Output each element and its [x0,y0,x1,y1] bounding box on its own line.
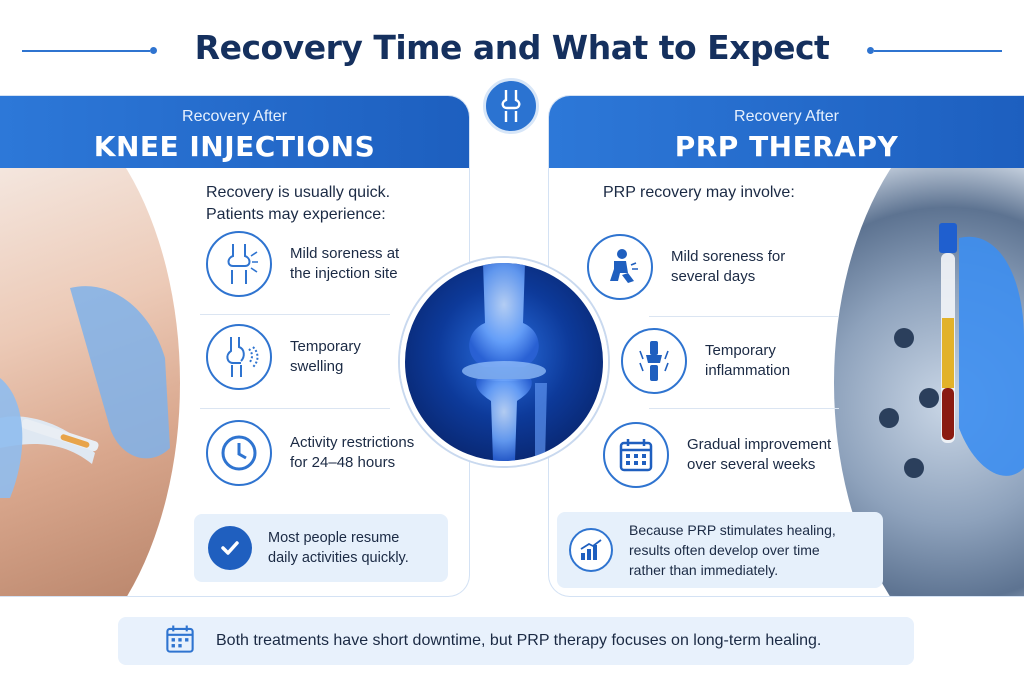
sore-person-icon [587,234,653,300]
list-item: Mild soreness for several days [587,234,785,300]
growth-chart-icon [569,528,613,572]
calendar-icon [164,623,196,660]
knee-callout: Most people resume daily activities quic… [194,514,448,582]
banner-heading: KNEE INJECTIONS [93,130,376,163]
item-line: Temporary [705,342,776,359]
item-line: the injection site [290,265,398,282]
callout-line: Because PRP stimulates healing, [629,522,836,538]
banner-heading: PRP THERAPY [674,130,899,163]
prp-callout: Because PRP stimulates healing, results … [557,512,883,588]
banner-subtitle: Recovery After [734,108,839,125]
item-text: Activity restrictions for 24–48 hours [290,433,414,473]
callout-line: Most people resume [268,530,400,546]
knee-joint-icon [206,231,272,297]
item-line: Gradual improvement [687,436,832,453]
knee-injections-banner: Recovery After KNEE INJECTIONS [0,96,469,168]
list-item: Temporary swelling [206,324,361,390]
item-line: several days [671,268,756,285]
divider [200,408,390,409]
item-line: Activity restrictions [290,434,415,451]
prp-therapy-banner: Recovery After PRP THERAPY [549,96,1024,168]
title-area: Recovery Time and What to Expect [0,18,1024,78]
list-item: Activity restrictions for 24–48 hours [206,420,414,486]
callout-text: Most people resume daily activities quic… [268,528,409,568]
item-line: Mild soreness for [671,248,786,265]
title-divider-dot-left [150,47,157,54]
knee-badge-icon [483,78,539,134]
list-item: Gradual improvement over several weeks [603,422,831,488]
intro-line: Recovery is usually quick. [206,184,391,201]
page-title: Recovery Time and What to Expect [194,28,830,67]
prp-therapy-panel: Recovery After PRP THERAPY PRP recovery … [548,95,1024,597]
summary-footer: Both treatments have short downtime, but… [118,617,914,665]
knee-injections-panel: Recovery After KNEE INJECTIONS Recovery … [0,95,470,597]
item-text: Temporary inflammation [705,341,790,381]
callout-text: Because PRP stimulates healing, results … [629,520,836,580]
knee-xray-illustration [400,258,608,466]
footer-text: Both treatments have short downtime, but… [216,632,822,649]
checkmark-icon [208,526,252,570]
clock-icon [206,420,272,486]
divider [649,316,839,317]
item-text: Mild soreness at the injection site [290,244,399,284]
list-item: Mild soreness at the injection site [206,231,399,297]
list-item: Temporary inflammation [621,328,790,394]
callout-line: rather than immediately. [629,562,779,578]
item-line: Temporary [290,338,361,355]
divider [200,314,390,315]
item-text: Mild soreness for several days [671,247,785,287]
knee-injection-photo [0,168,180,596]
item-line: swelling [290,358,344,375]
item-line: for 24–48 hours [290,454,396,471]
title-divider-dot-right [867,47,874,54]
banner-subtitle: Recovery After [182,108,287,125]
inflamed-joint-icon [621,328,687,394]
calendar-icon [603,422,669,488]
swelling-knee-icon [206,324,272,390]
intro-line: Patients may experience: [206,206,386,223]
item-text: Temporary swelling [290,337,361,377]
item-line: inflammation [705,362,791,379]
title-divider-left [22,50,150,52]
callout-line: results often develop over time [629,542,820,558]
title-divider-right [874,50,1002,52]
callout-line: daily activities quickly. [268,550,409,566]
divider [649,408,839,409]
item-line: over several weeks [687,456,816,473]
item-line: Mild soreness at [290,245,400,262]
intro-text: PRP recovery may involve: [603,184,795,201]
item-text: Gradual improvement over several weeks [687,435,831,475]
intro-text: Recovery is usually quick. Patients may … [206,182,390,226]
